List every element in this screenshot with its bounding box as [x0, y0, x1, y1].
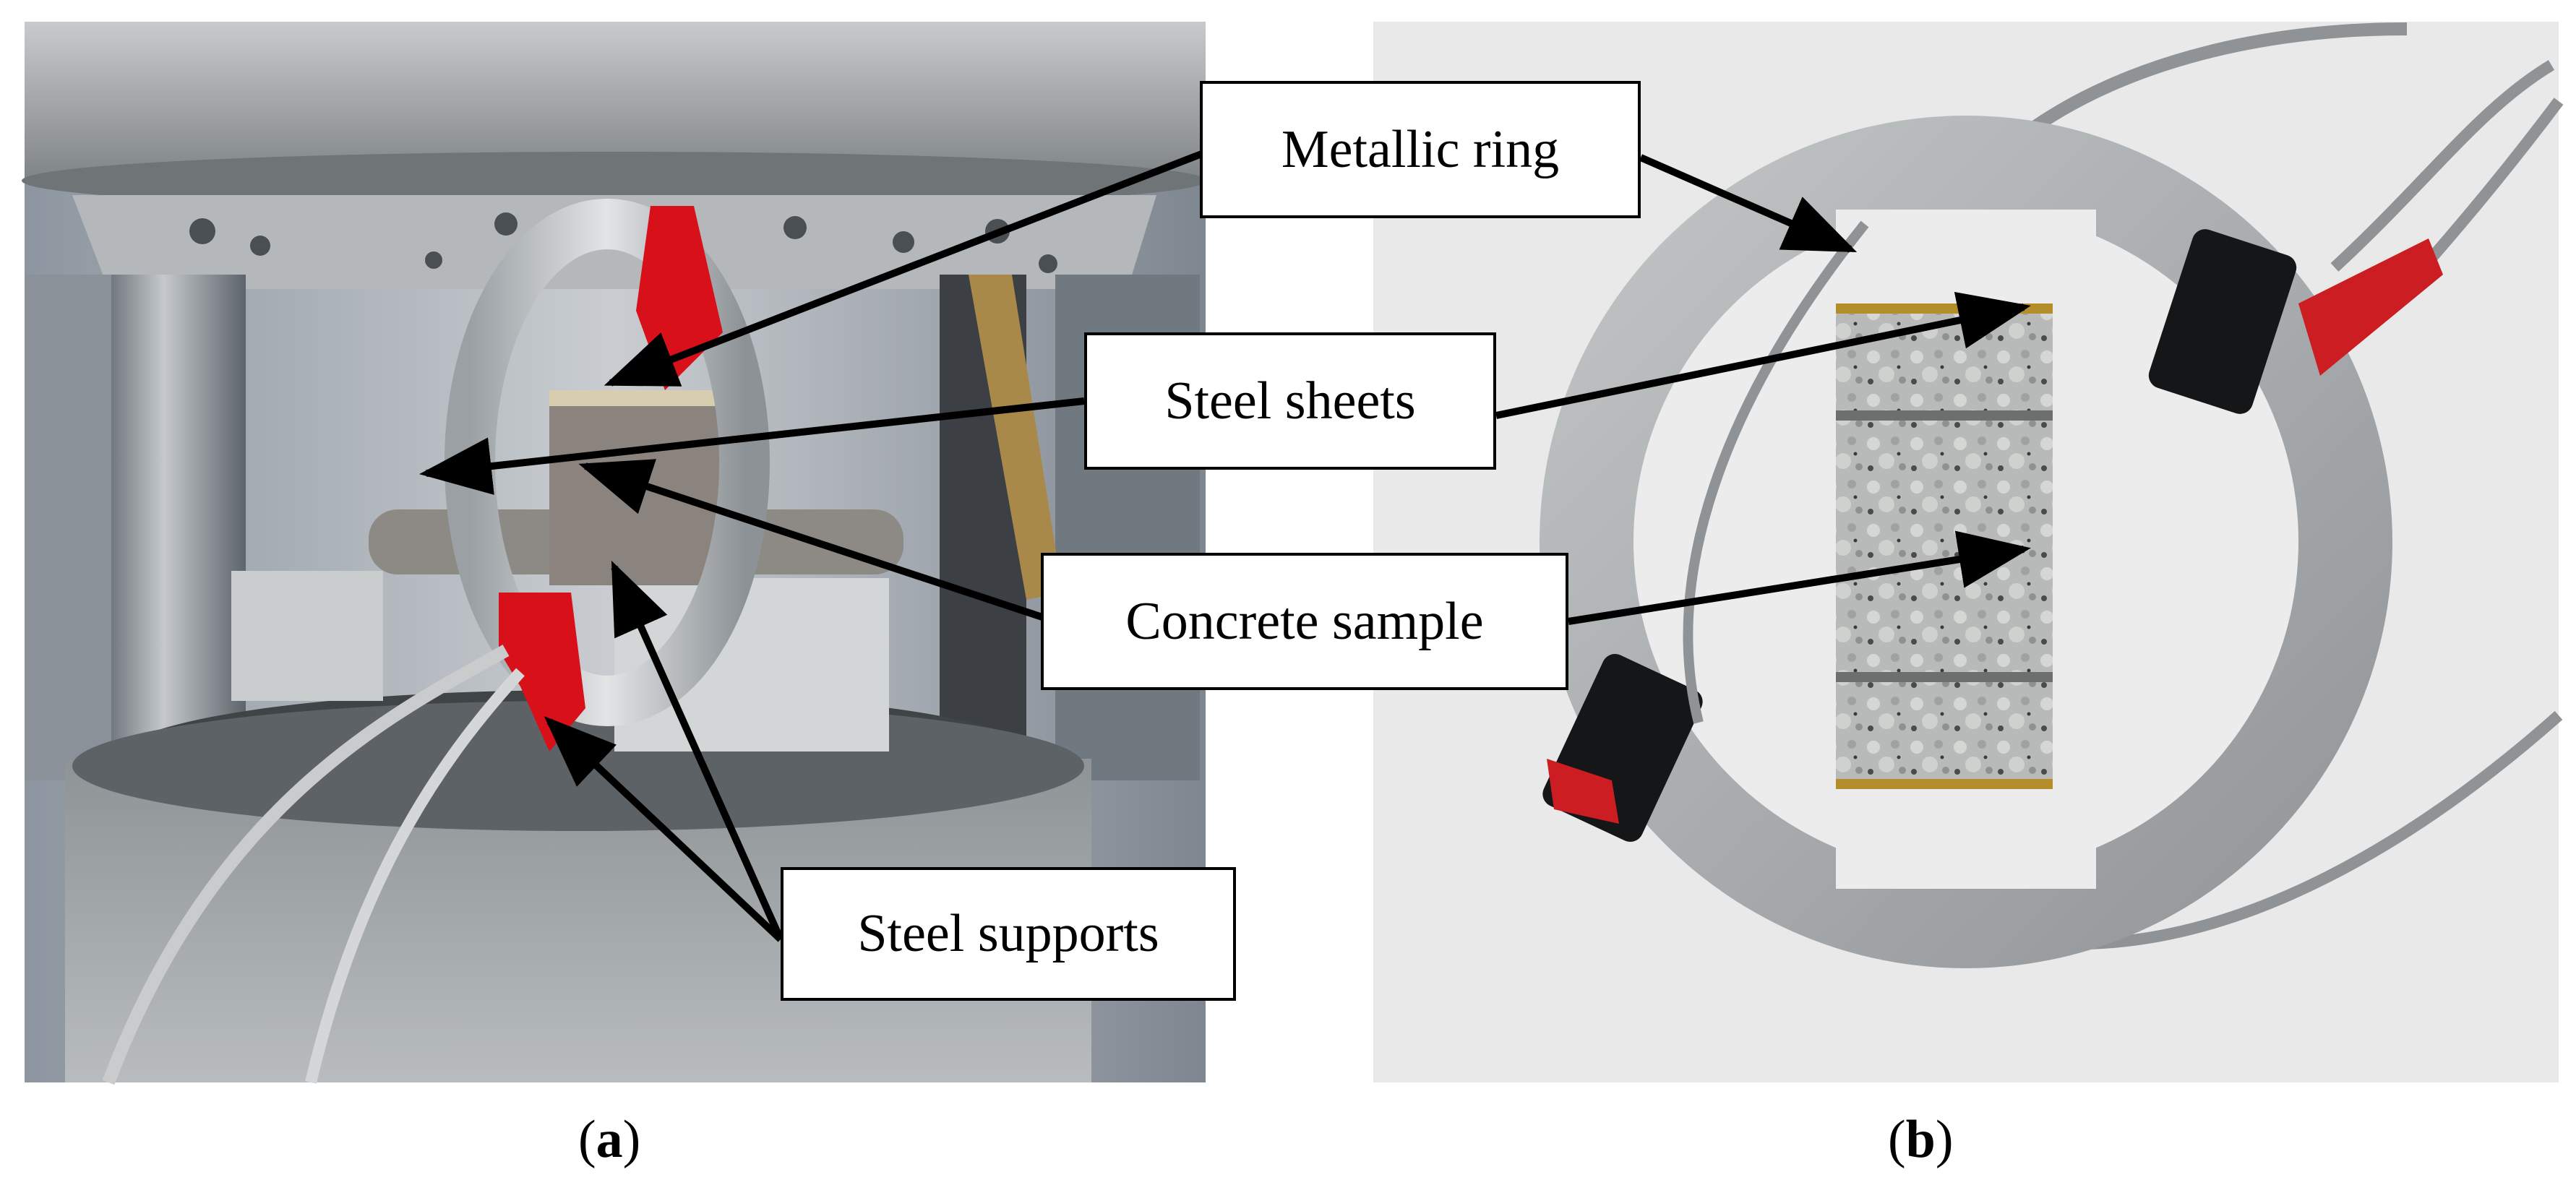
arrow-steel-supports-b: [544, 716, 783, 942]
arrow-metallic-ring-b: [1639, 154, 1858, 253]
label-concrete-sample: Concrete sample: [1041, 553, 1568, 690]
annotation-arrows: [419, 150, 2031, 942]
arrow-metallic-ring-a: [604, 150, 1205, 387]
arrow-steel-supports-a: [611, 560, 784, 942]
arrow-steel-sheets-b: [1495, 291, 2031, 419]
label-metallic-ring: Metallic ring: [1200, 81, 1641, 218]
arrow-concrete-sample-b: [1568, 530, 2031, 625]
arrow-concrete-sample-a: [578, 459, 1046, 621]
caption-a-letter: a: [596, 1110, 623, 1169]
label-steel-sheets: Steel sheets: [1084, 332, 1496, 470]
label-steel-supports: Steel supports: [781, 867, 1236, 1001]
photo-b: [1373, 22, 2564, 1082]
caption-b: (b): [1888, 1110, 1954, 1169]
caption-a: (a): [578, 1110, 641, 1169]
caption-b-letter: b: [1905, 1110, 1936, 1169]
arrow-steel-sheets-a: [419, 397, 1085, 495]
